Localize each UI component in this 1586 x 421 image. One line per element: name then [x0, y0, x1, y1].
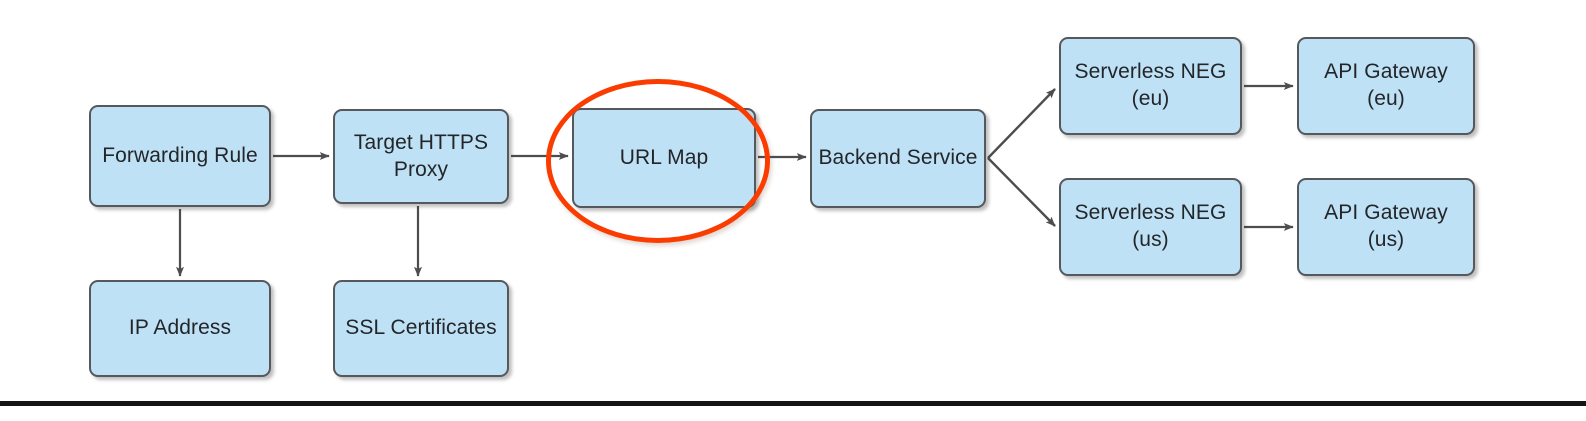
bottom-divider: [0, 401, 1586, 406]
node-label: Backend Service: [818, 146, 978, 170]
edge-backend-service-to-serverless-neg-eu: [987, 88, 1056, 159]
node-forwarding-rule[interactable]: Forwarding Rule: [89, 105, 271, 207]
node-label: IP Address: [128, 316, 232, 340]
node-url-map[interactable]: URL Map: [572, 108, 756, 208]
node-label: Serverless NEG (us): [1074, 201, 1227, 251]
node-api-gateway-eu[interactable]: API Gateway (eu): [1297, 37, 1475, 135]
node-label: Serverless NEG (eu): [1074, 60, 1227, 110]
node-api-gateway-us[interactable]: API Gateway (us): [1297, 178, 1475, 276]
node-serverless-neg-us[interactable]: Serverless NEG (us): [1059, 178, 1242, 276]
node-ssl-certificates[interactable]: SSL Certificates: [333, 280, 509, 377]
node-label: Forwarding Rule: [102, 143, 258, 167]
node-ip-address[interactable]: IP Address: [89, 280, 271, 377]
node-label: API Gateway (us): [1324, 201, 1448, 251]
node-label: URL Map: [619, 145, 709, 169]
node-label: Target HTTPS Proxy: [353, 130, 489, 181]
node-backend-service[interactable]: Backend Service: [810, 109, 986, 208]
edge-backend-service-to-serverless-neg-us: [987, 157, 1056, 227]
node-label: SSL Certificates: [345, 316, 497, 340]
node-target-https-proxy[interactable]: Target HTTPS Proxy: [333, 109, 509, 204]
node-serverless-neg-eu[interactable]: Serverless NEG (eu): [1059, 37, 1242, 135]
node-label: API Gateway (eu): [1324, 60, 1448, 110]
